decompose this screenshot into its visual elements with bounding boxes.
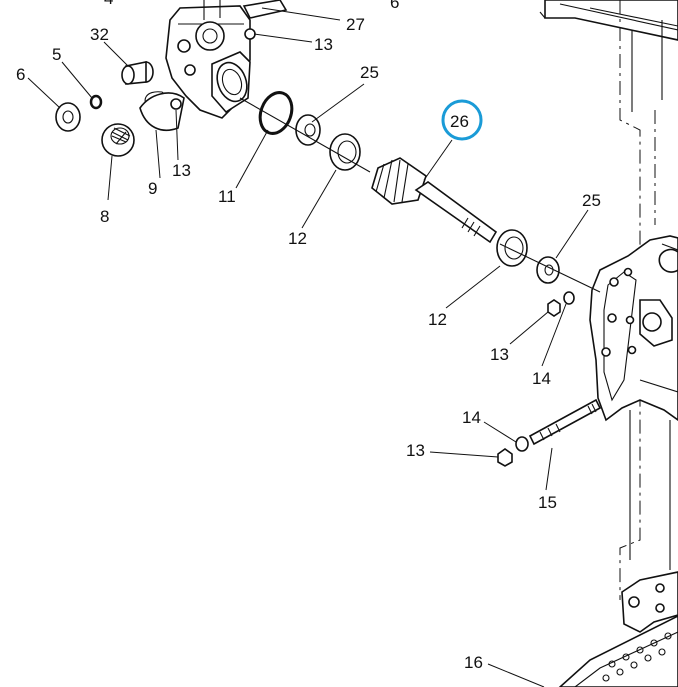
callout-6-top: 6 xyxy=(390,0,399,12)
callout-14-mid: 14 xyxy=(532,369,551,388)
nut-part-13c xyxy=(547,299,561,317)
callout-13-left: 13 xyxy=(172,161,191,180)
bushing-part-32 xyxy=(121,61,154,85)
shaft-part-26 xyxy=(371,157,498,244)
o-ring-part-5 xyxy=(89,94,103,110)
filter-screen-part-8 xyxy=(101,123,135,157)
callout-14-low: 14 xyxy=(462,408,481,427)
callout-13-mid: 13 xyxy=(490,345,509,364)
washer-part-14a xyxy=(563,291,575,305)
seal-part-12a xyxy=(329,133,361,171)
o-ring-part-11 xyxy=(258,91,294,135)
washer-part-25a xyxy=(295,114,321,146)
frame-assembly xyxy=(539,0,678,687)
callout-4: 4 xyxy=(104,0,113,8)
callout-15: 15 xyxy=(538,493,557,512)
callout-25-right: 25 xyxy=(582,191,601,210)
callout-5: 5 xyxy=(52,45,61,64)
washer-part-14b xyxy=(515,436,529,452)
washer-part-6 xyxy=(55,102,81,132)
callout-25-top: 25 xyxy=(360,63,379,82)
shaft-centerline xyxy=(239,97,601,293)
washer-part-25b xyxy=(536,256,560,284)
callout-13-top: 13 xyxy=(314,35,333,54)
callout-labels: 4 6 27 32 13 5 6 25 9 13 8 11 12 25 12 1… xyxy=(16,0,601,672)
callout-26: 26 xyxy=(450,112,469,131)
callout-32: 32 xyxy=(90,25,109,44)
seal-part-12b xyxy=(496,229,528,267)
fitting-part-13b xyxy=(170,98,182,110)
callout-27: 27 xyxy=(346,15,365,34)
callout-11: 11 xyxy=(218,187,236,206)
callout-13-low: 13 xyxy=(406,441,425,460)
callout-6: 6 xyxy=(16,65,25,84)
nut-part-13d xyxy=(497,448,513,467)
highlight-ring-26 xyxy=(441,99,483,141)
callout-8: 8 xyxy=(100,207,109,226)
callout-16: 16 xyxy=(464,653,483,672)
bolt-part-15 xyxy=(528,398,602,446)
callout-9: 9 xyxy=(148,179,157,198)
pump-housing xyxy=(144,0,288,119)
leader-lines xyxy=(27,7,589,687)
callout-12-left: 12 xyxy=(288,229,307,248)
callout-12-right: 12 xyxy=(428,310,447,329)
